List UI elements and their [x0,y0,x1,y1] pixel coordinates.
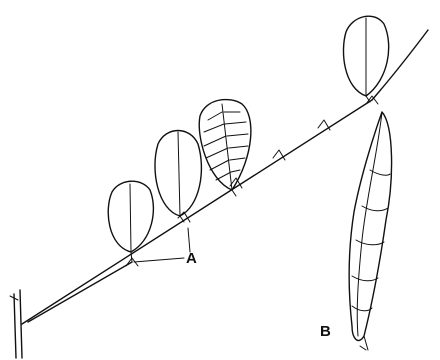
leaflet-3-veined [199,100,251,196]
main-stem [10,30,428,358]
leaflet-1 [108,181,153,262]
label-a: A [186,250,197,267]
label-a-group: A [134,228,197,267]
label-b: B [320,323,331,340]
leaflet-2 [155,131,201,223]
seed-pod [349,112,391,350]
